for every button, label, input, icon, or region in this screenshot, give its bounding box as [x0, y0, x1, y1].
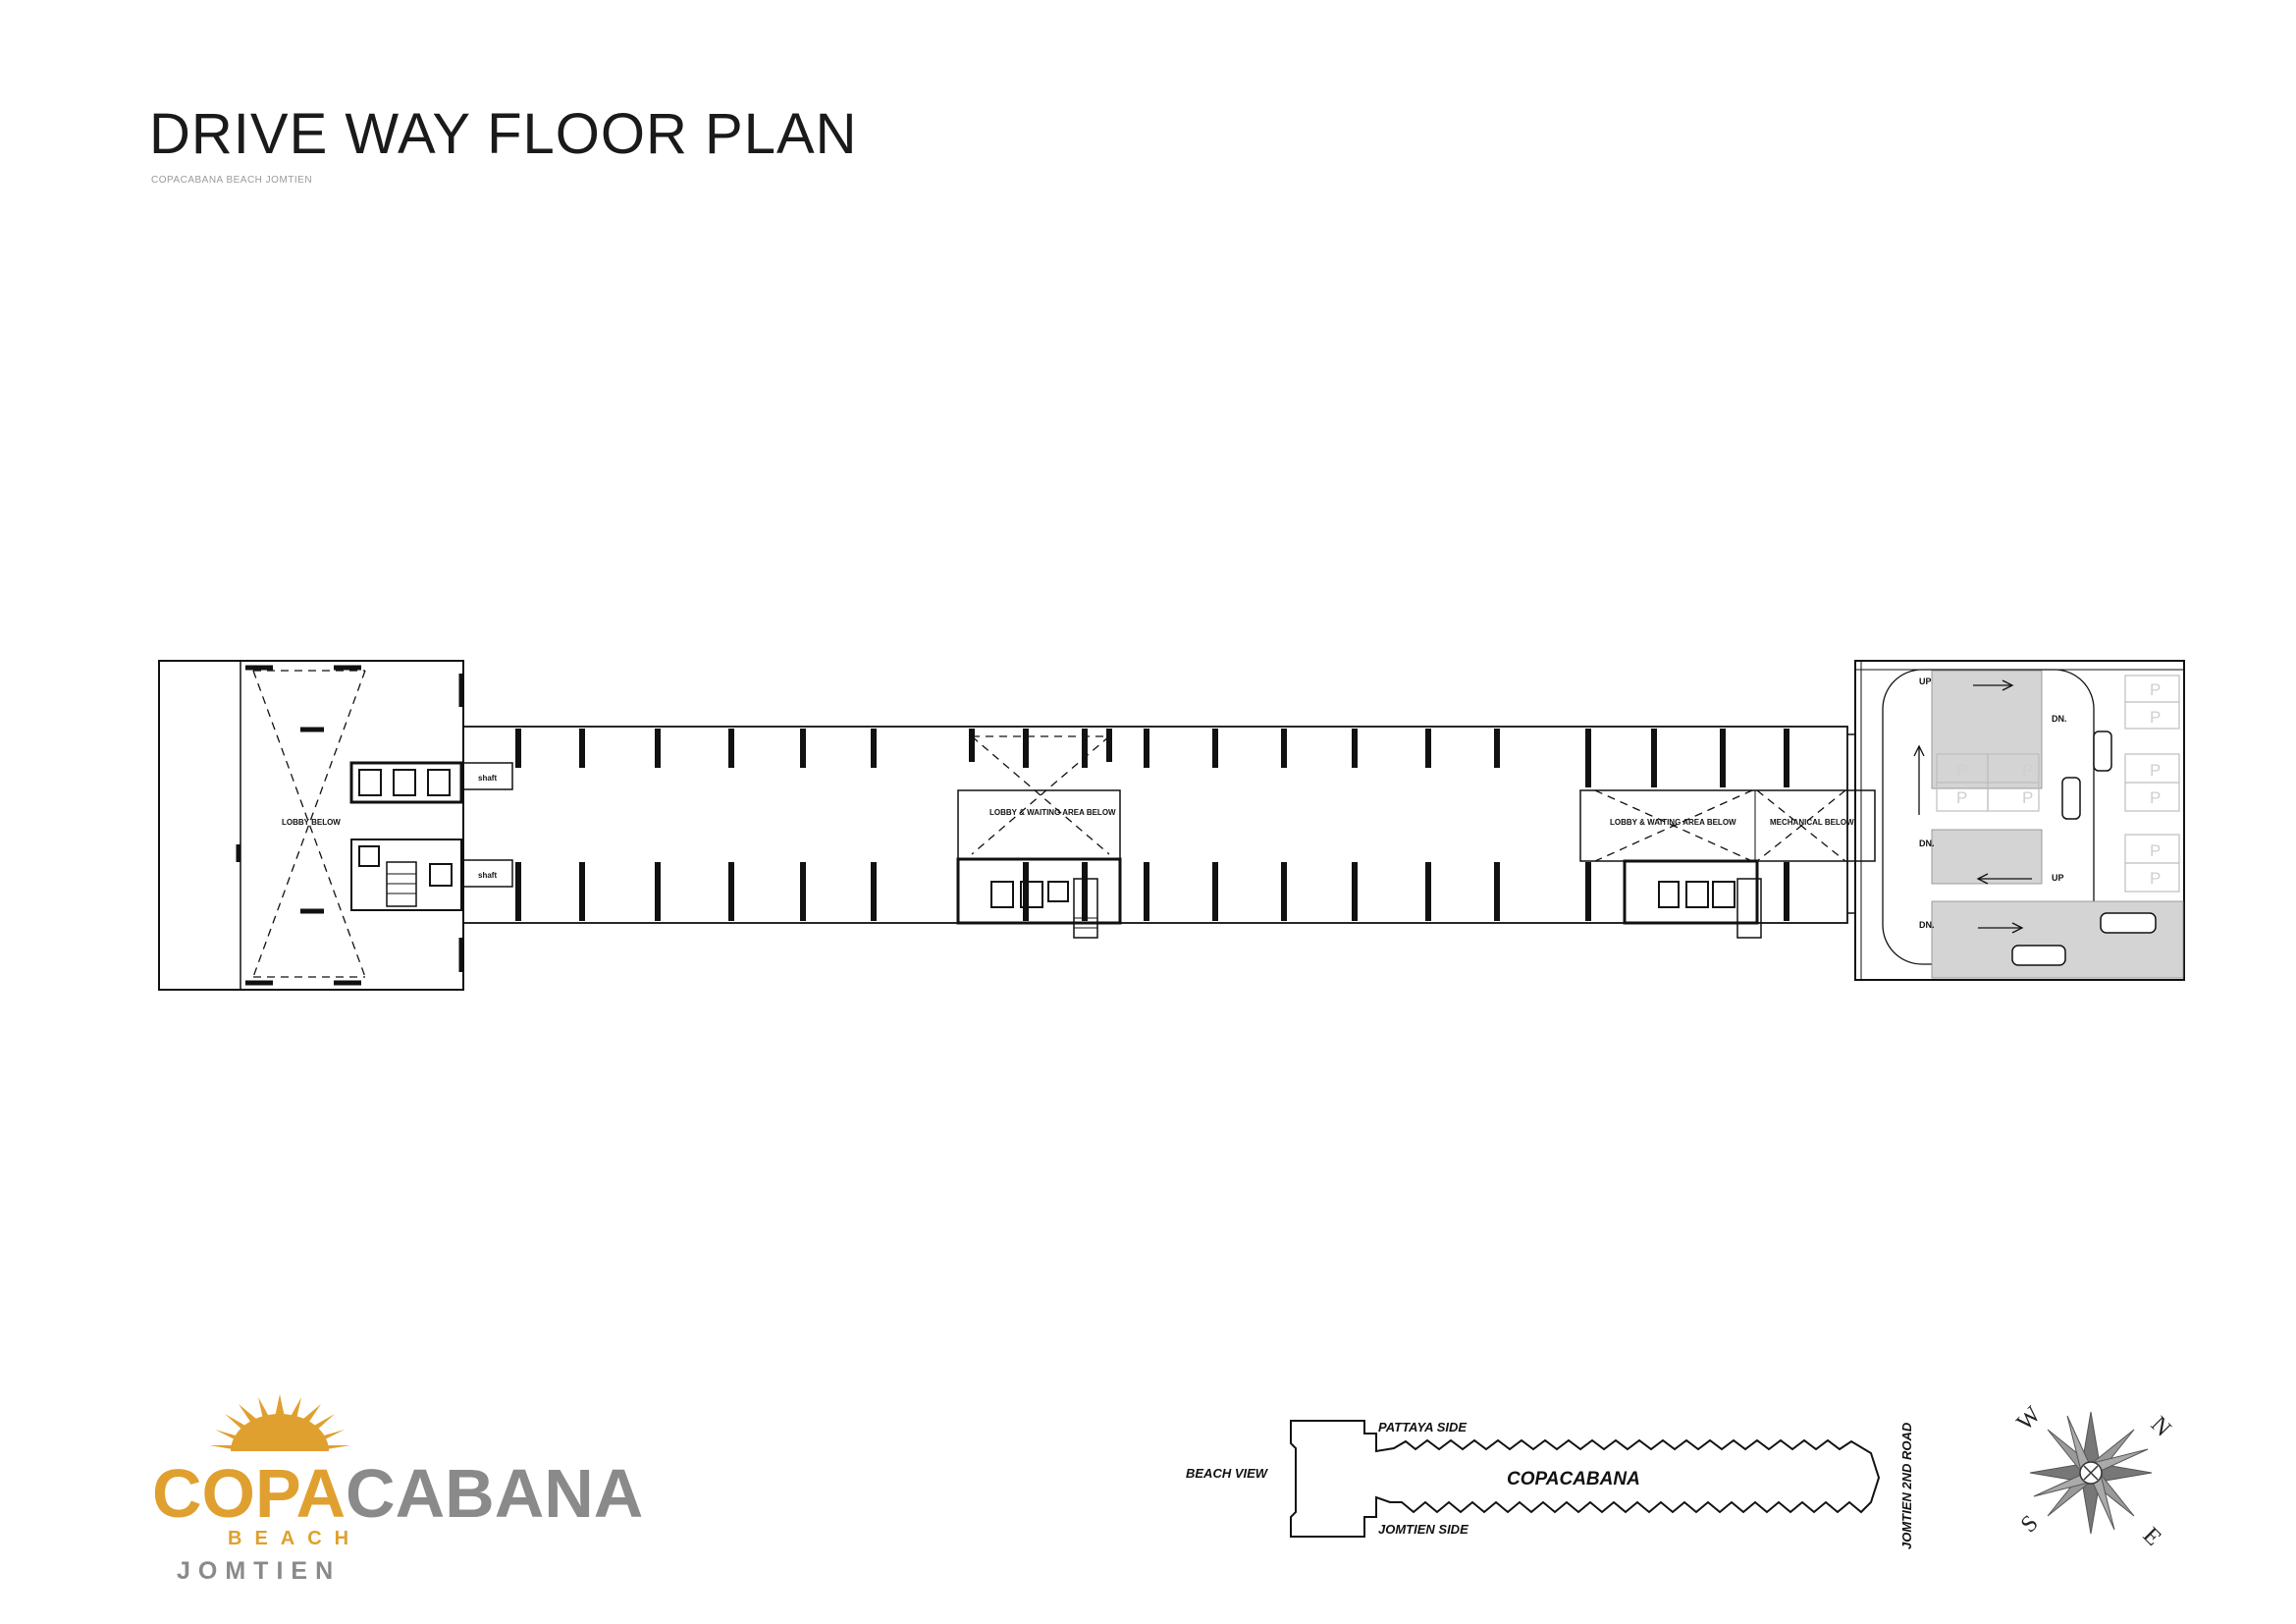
tower-wall-marks — [236, 665, 464, 986]
svg-text:P: P — [2150, 841, 2161, 860]
label-jomtien-side: JOMTIEN SIDE — [1378, 1522, 1468, 1537]
svg-text:COPACABANA: COPACABANA — [152, 1455, 643, 1532]
logo-word-part1: COPA — [152, 1455, 346, 1532]
svg-text:P: P — [2150, 869, 2161, 888]
ramp-arrows — [1913, 679, 2032, 934]
car-icons — [2011, 731, 2157, 966]
sun-icon — [209, 1394, 350, 1451]
compass-e: E — [2138, 1523, 2166, 1551]
page-title: DRIVE WAY FLOOR PLAN — [149, 102, 858, 166]
label-mechanical-below: MECHANICAL BELOW — [1770, 818, 1854, 827]
label-road: JOMTIEN 2ND ROAD — [1899, 1422, 1914, 1549]
label-lobby-below: LOBBY BELOW — [282, 818, 341, 827]
label-lobby-waiting-2: LOBBY & WAITING AREA BELOW — [1610, 818, 1736, 827]
page-subtitle: COPACABANA BEACH JOMTIEN — [151, 175, 313, 186]
label-beach-view: BEACH VIEW — [1186, 1466, 1269, 1481]
label-shaft-top: shaft — [478, 774, 497, 783]
svg-text:DN.: DN. — [1919, 839, 1935, 848]
lift-core-bottom — [350, 839, 462, 911]
parking-bays — [1936, 675, 2180, 893]
lobby-waiting-area-2: LOBBY & WAITING AREA BELOW MECHANICAL BE… — [1579, 789, 1876, 939]
logo-location: JOMTIEN — [177, 1557, 341, 1585]
compass-s: S — [2016, 1510, 2044, 1538]
svg-text:P: P — [2150, 788, 2161, 807]
svg-text:P: P — [1956, 761, 1967, 780]
svg-text:P: P — [1956, 788, 1967, 807]
svg-text:P: P — [2022, 761, 2033, 780]
ramp-labels: UP DN. DN. UP DN. — [1919, 677, 2067, 930]
parking-symbols: P P P P P P P P P P — [1956, 680, 2161, 888]
ramp-block: P P P P P P P P P P — [1854, 660, 2185, 981]
label-shaft-bottom: shaft — [478, 871, 497, 880]
label-lobby-waiting-1: LOBBY & WAITING AREA BELOW — [989, 808, 1116, 817]
copacabana-logo: COPACABANA BEACH JOMTIEN — [152, 1394, 643, 1585]
lobby-void-x — [252, 670, 366, 978]
compass-w: W — [2012, 1402, 2047, 1436]
svg-text:P: P — [2150, 708, 2161, 727]
label-pattaya-side: PATTAYA SIDE — [1378, 1420, 1467, 1435]
compass-n: N — [2146, 1412, 2176, 1442]
logo-beach: BEACH — [228, 1528, 361, 1549]
svg-text:P: P — [2150, 761, 2161, 780]
svg-text:P: P — [2150, 680, 2161, 699]
svg-text:DN.: DN. — [1919, 920, 1935, 930]
lift-core-top — [349, 761, 463, 804]
key-plan: PATTAYA SIDE JOMTIEN SIDE BEACH VIEW COP… — [1186, 1420, 1914, 1549]
floor-plan: LOBBY BELOW shaft shaft — [158, 660, 2185, 991]
lobby-waiting-area-1: LOBBY & WAITING AREA BELOW — [956, 735, 1122, 939]
logo-word-part2: CABANA — [346, 1455, 643, 1532]
corridor-outline — [462, 726, 1848, 924]
svg-text:P: P — [2022, 788, 2033, 807]
corridor-columns — [515, 729, 1789, 921]
svg-text:UP: UP — [1919, 677, 1932, 686]
compass-icon: N E S W — [2012, 1402, 2176, 1551]
svg-text:DN.: DN. — [2052, 714, 2067, 724]
key-plan-outline — [1290, 1420, 1881, 1538]
svg-text:UP: UP — [2052, 873, 2064, 883]
label-building-name: COPACABANA — [1507, 1469, 1640, 1489]
